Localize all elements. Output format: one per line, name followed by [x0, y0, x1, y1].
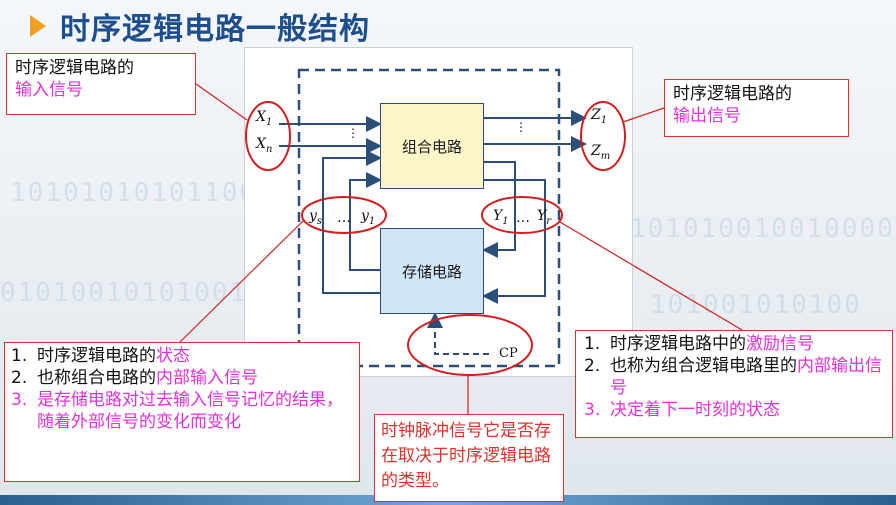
clock-signal-callout: 时钟脉冲信号它是否存在取决于时序逻辑电路的类型。: [374, 414, 564, 502]
diagram-lines: [279, 68, 587, 368]
excitation-item-2: 2. 也称为组合逻辑电路里的内部输出信号: [584, 356, 882, 398]
storage-circuit-label: 存储电路: [401, 262, 462, 281]
input-callout-line2: 输入信号: [15, 80, 83, 100]
input-var-xn: Xn: [256, 136, 273, 155]
slide-title: 时序逻辑电路一般结构: [30, 6, 370, 47]
input-signal-callout: 时序逻辑电路的 输入信号: [6, 53, 196, 115]
excitation-line-outer: [482, 179, 546, 304]
state-hdots: …: [337, 210, 351, 226]
output-signal-callout: 时序逻辑电路的 输出信号: [664, 79, 849, 137]
output-callout-line2: 输出信号: [673, 106, 741, 126]
combinational-circuit-box: 组合电路: [380, 103, 484, 189]
circuit-diagram: 组合电路 存储电路 X1 Xn ⋮ Z1 Zm ⋮ ys … y1 Y1 … Y…: [244, 47, 633, 377]
excitation-var-y1: Y1: [493, 208, 509, 227]
state-item-2: 2. 也称组合电路的内部输入信号: [11, 368, 258, 388]
slide-title-text: 时序逻辑电路一般结构: [60, 12, 370, 47]
excitation-item-1: 1. 时序逻辑电路中的激励信号: [584, 334, 814, 354]
input-pointer-line: [195, 83, 248, 121]
clock-callout-text: 时钟脉冲信号它是否存在取决于时序逻辑电路的类型。: [381, 421, 551, 491]
background-binary-1: 1010101010110010: [10, 178, 293, 208]
state-signal-callout: 1. 时序逻辑电路的状态 2. 也称组合电路的内部输入信号 3. 是存储电路对过…: [4, 342, 360, 482]
output-dots: ⋮: [515, 120, 527, 134]
input-var-x1: X1: [256, 109, 273, 128]
input-dots: ⋮: [347, 126, 359, 140]
state-var-ys: ys: [309, 208, 323, 227]
background-binary-4: 101001010100: [650, 290, 862, 320]
state-item-1: 1. 时序逻辑电路的状态: [11, 346, 190, 366]
excitation-line-inner: [482, 161, 516, 258]
output-var-z1: Z1: [591, 107, 608, 126]
excitation-item-3: 3. 决定着下一时刻的状态: [584, 400, 780, 420]
input-callout-line1: 时序逻辑电路的: [15, 58, 134, 78]
combinational-circuit-label: 组合电路: [401, 137, 462, 156]
cp-line: [427, 312, 489, 355]
storage-circuit-box: 存储电路: [380, 228, 484, 314]
excitation-var-yr: Yr: [537, 208, 552, 227]
output-var-zm: Zm: [591, 143, 611, 162]
excitation-signal-callout: 1. 时序逻辑电路中的激励信号 2. 也称为组合逻辑电路里的内部输出信号 3. …: [575, 330, 893, 438]
excitation-hdots: …: [516, 210, 530, 226]
cp-label: CP: [499, 346, 518, 361]
background-binary-2: 1010100100100000: [630, 214, 896, 244]
output-callout-line1: 时序逻辑电路的: [673, 84, 792, 104]
state-var-y1: y1: [361, 208, 376, 227]
state-item-3: 3. 是存储电路对过去输入信号记忆的结果，随着外部信号的变化而变化: [11, 390, 343, 432]
bullet-arrow-icon: [30, 15, 46, 37]
